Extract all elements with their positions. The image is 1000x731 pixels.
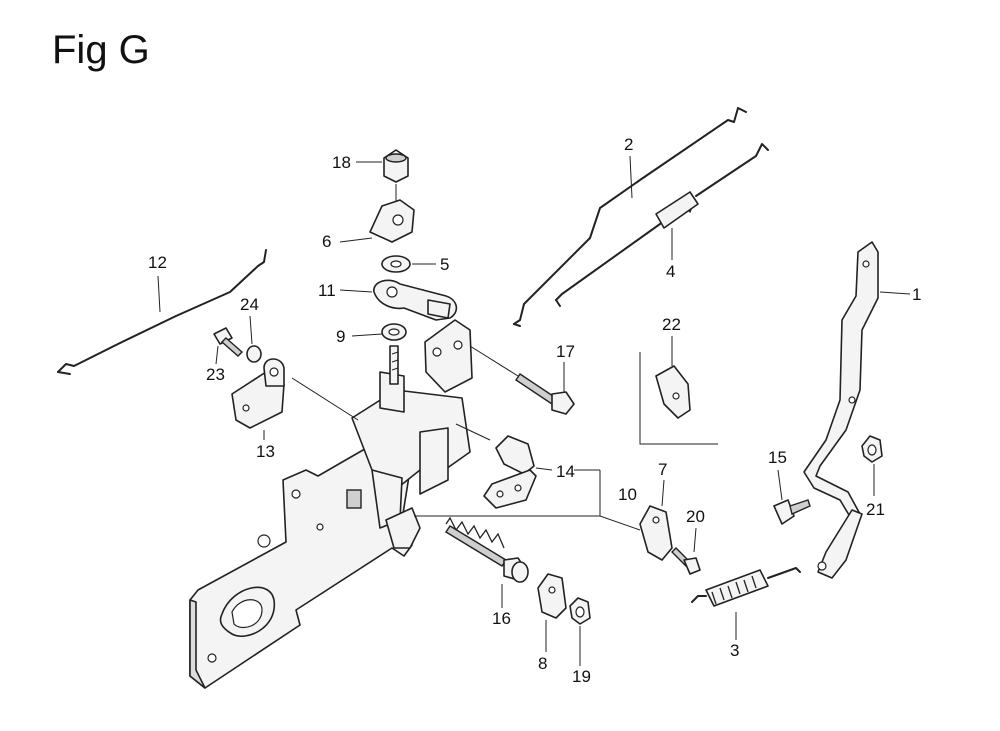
part-3-spring [691, 567, 801, 607]
part-14-bracket [455, 423, 537, 509]
figure-title: Fig G [52, 28, 150, 72]
part-2-rod [513, 107, 747, 327]
callout-16: 16 [492, 609, 511, 628]
part-1-lever [803, 241, 879, 579]
part-21-nut [861, 435, 883, 463]
leader-lines [157, 155, 911, 666]
part-15-bolt [773, 499, 811, 525]
callout-24: 24 [240, 295, 259, 314]
part-20-screw [671, 547, 701, 575]
callout-22: 22 [662, 315, 681, 334]
part-6-plate [369, 199, 415, 243]
callout-7: 7 [658, 460, 667, 479]
callout-20: 20 [686, 507, 705, 526]
part-23-bolt [213, 327, 244, 357]
callout-4: 4 [666, 262, 675, 281]
callout-3: 3 [730, 641, 739, 660]
callout-1: 1 [912, 285, 921, 304]
callout-11: 11 [318, 281, 336, 300]
callout-19: 19 [572, 667, 591, 686]
callout-17: 17 [556, 342, 575, 361]
part-17-bolt [469, 345, 575, 415]
callout-10: 10 [618, 485, 637, 504]
part-4-spring-rod [555, 143, 769, 307]
part-19-nut [569, 597, 591, 625]
callout-15: 15 [768, 448, 787, 467]
callout-8: 8 [538, 654, 547, 673]
callout-9: 9 [336, 327, 345, 346]
part-5-washer [381, 255, 411, 273]
part-8-clip [537, 573, 567, 619]
callout-14: 14 [556, 462, 575, 481]
part-12-rod [57, 249, 267, 375]
callout-12: 12 [148, 253, 167, 272]
callout-13: 13 [256, 442, 275, 461]
callout-2: 2 [624, 135, 633, 154]
part-11-lever [373, 279, 458, 321]
control-housing [351, 319, 473, 549]
part-16-bolt [445, 516, 529, 583]
callout-5: 5 [440, 255, 449, 274]
callout-23: 23 [206, 365, 225, 384]
callout-18: 18 [332, 153, 351, 172]
control-base-plate [189, 434, 413, 689]
callout-6: 6 [322, 232, 331, 251]
part-9-washer [381, 323, 407, 385]
part-18-nut [383, 149, 409, 202]
part-13-bracket [231, 358, 359, 429]
part-24-washer [246, 345, 262, 363]
callout-21: 21 [866, 500, 885, 519]
part-22-bracket [639, 352, 718, 445]
callout-labels: 1 2 3 4 5 6 7 8 9 10 11 12 13 14 15 16 1… [148, 135, 921, 686]
